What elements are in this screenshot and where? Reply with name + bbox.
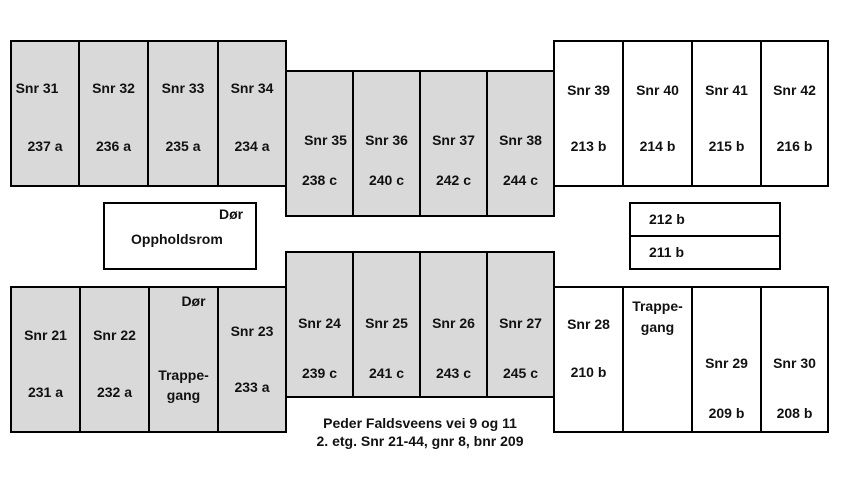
- unit-label: Snr 41: [705, 82, 748, 98]
- caption-details: 2. etg. Snr 21-44, gnr 8, bnr 209: [316, 433, 524, 449]
- unit-label: Snr 42: [773, 82, 816, 98]
- unit-code: 244 c: [502, 172, 539, 188]
- unit-label: Snr 40: [636, 82, 679, 98]
- unit-label: Snr 22: [93, 327, 136, 343]
- unit-snr-26: Snr 26 243 c: [419, 251, 488, 398]
- unit-snr-22: Snr 22 232 a: [79, 286, 150, 433]
- unit-label: Snr 37: [432, 132, 475, 148]
- unit-code: 235 a: [165, 138, 201, 154]
- unit-snr-37: Snr 37 242 c: [419, 70, 488, 217]
- unit-label: Snr 31: [15, 80, 59, 96]
- door-label: Dør: [219, 206, 244, 222]
- unit-snr-29: Snr 29 209 b: [691, 286, 762, 433]
- caption-address: Peder Faldsveens vei 9 og 11: [323, 415, 517, 431]
- unit-label: Snr 32: [92, 80, 135, 96]
- unit-code: 243 c: [435, 365, 472, 381]
- unit-snr-23: Snr 23 233 a: [217, 286, 287, 433]
- unit-snr-25: Snr 25 241 c: [352, 251, 421, 398]
- unit-code: 234 a: [234, 138, 270, 154]
- stairwell-label-line1: Trappe-: [158, 367, 209, 383]
- unit-code: 215 b: [708, 138, 745, 154]
- unit-label: Snr 29: [705, 355, 748, 371]
- unit-snr-40: Snr 40 214 b: [622, 40, 693, 187]
- unit-snr-30: Snr 30 208 b: [760, 286, 829, 433]
- unit-label: Snr 26: [432, 315, 475, 331]
- unit-snr-32: Snr 32 236 a: [78, 40, 149, 187]
- door-label: Dør: [181, 293, 206, 309]
- unit-snr-38: Snr 38 244 c: [486, 70, 555, 217]
- unit-code: 213 b: [570, 138, 607, 154]
- unit-snr-27: Snr 27 245 c: [486, 251, 555, 398]
- unit-snr-28: Snr 28 210 b: [553, 286, 624, 433]
- unit-snr-21: Snr 21 231 a: [10, 286, 81, 433]
- unit-label: Snr 39: [567, 82, 610, 98]
- unit-code: 236 a: [95, 138, 132, 154]
- unit-snr-34: Snr 34 234 a: [217, 40, 287, 187]
- unit-snr-41: Snr 41 215 b: [691, 40, 762, 187]
- unit-snr-33: Snr 33 235 a: [147, 40, 219, 187]
- unit-label: Snr 38: [499, 132, 542, 148]
- stairwell-right: Trappe- gang: [622, 286, 693, 433]
- unit-code: 231 a: [27, 384, 64, 400]
- unit-code: 208 b: [776, 405, 813, 421]
- unit-label: Snr 28: [567, 316, 610, 332]
- unit-code: 240 c: [368, 172, 405, 188]
- unit-code: 237 a: [27, 138, 63, 154]
- unit-label: Snr 34: [230, 80, 274, 96]
- unit-label: Snr 36: [365, 132, 408, 148]
- unit-snr-36: Snr 36 240 c: [352, 70, 421, 217]
- unit-label: Snr 27: [499, 315, 542, 331]
- unit-label: Snr 35: [304, 132, 347, 148]
- stairwell-left: Dør Trappe- gang: [148, 286, 219, 433]
- storage-label: 211 b: [649, 244, 685, 260]
- storage-211b: 211 b: [629, 235, 781, 270]
- unit-snr-24: Snr 24 239 c: [285, 251, 354, 398]
- unit-label: Snr 24: [298, 315, 341, 331]
- unit-label: Snr 21: [24, 327, 67, 343]
- unit-label: Snr 30: [773, 355, 816, 371]
- room-oppholdsrom: Dør Oppholdsrom: [103, 202, 257, 270]
- unit-snr-31: Snr 31 237 a: [10, 40, 80, 187]
- unit-snr-35: Snr 35 238 c: [285, 70, 354, 217]
- room-label: Oppholdsrom: [131, 231, 223, 247]
- stairwell-label-line2: gang: [166, 387, 201, 403]
- unit-snr-39: Snr 39 213 b: [553, 40, 624, 187]
- unit-code: 216 b: [776, 138, 813, 154]
- unit-label: Snr 23: [230, 323, 274, 339]
- unit-code: 214 b: [639, 138, 676, 154]
- unit-code: 245 c: [502, 365, 539, 381]
- stairwell-label-line1: Trappe-: [632, 298, 683, 314]
- stairwell-label-line2: gang: [640, 319, 675, 335]
- unit-code: 242 c: [435, 172, 472, 188]
- unit-snr-42: Snr 42 216 b: [760, 40, 829, 187]
- unit-code: 232 a: [96, 384, 133, 400]
- unit-code: 241 c: [368, 365, 405, 381]
- storage-212b: 212 b: [629, 202, 781, 237]
- storage-label: 212 b: [649, 211, 685, 227]
- unit-label: Snr 25: [365, 315, 408, 331]
- unit-code: 209 b: [708, 405, 745, 421]
- unit-code: 210 b: [570, 364, 607, 380]
- unit-label: Snr 33: [161, 80, 205, 96]
- unit-code: 239 c: [301, 365, 338, 381]
- unit-code: 233 a: [234, 379, 270, 395]
- unit-code: 238 c: [301, 172, 338, 188]
